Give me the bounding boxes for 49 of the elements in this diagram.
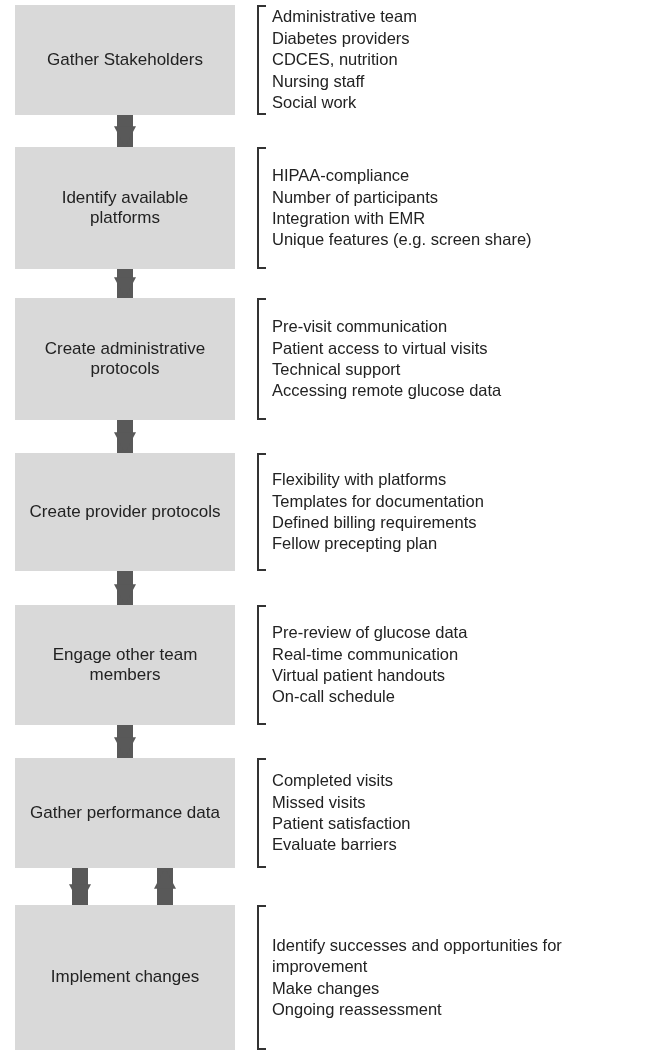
list-item: Integration with EMR: [272, 208, 427, 229]
block-arrow: [114, 725, 136, 758]
list-item: Templates for documentation: [272, 490, 485, 512]
process-box: [15, 453, 235, 571]
list-item: Virtual patient handouts: [272, 665, 447, 686]
step-label: Engage other team members: [51, 644, 199, 686]
list-item: Patient access to virtual visits: [272, 337, 489, 359]
list-item: On-call schedule: [272, 686, 396, 708]
step-label: Gather performance data: [30, 802, 220, 824]
list-item: Fellow precepting plan: [272, 533, 439, 555]
block-arrow: [69, 868, 91, 905]
process-box: [15, 5, 235, 115]
list-item: Missed visits: [272, 791, 367, 813]
step-label: Identify available platforms: [60, 187, 190, 229]
list-item: Defined billing requirements: [272, 512, 478, 533]
step-label: Implement changes: [50, 967, 200, 988]
list-item: CDCES, nutrition: [272, 49, 399, 71]
list-item: Make changes: [272, 977, 381, 999]
process-box: [15, 298, 235, 420]
list-item: Ongoing reassessment: [272, 998, 443, 1020]
list-item: Social work: [272, 92, 358, 114]
list-item: Patient satisfaction: [272, 813, 412, 834]
block-arrow: [114, 269, 136, 298]
list-item: Technical support: [272, 359, 402, 380]
list-item: Evaluate barriers: [272, 834, 398, 856]
list-item: Completed visits: [272, 770, 395, 792]
step-label: Gather Stakeholders: [47, 49, 203, 71]
list-item: Unique features (e.g. screen share): [272, 229, 533, 251]
list-item: Identify successes and opportunities for improvement: [272, 934, 563, 978]
step-label: Create administrative protocols: [43, 338, 207, 380]
list-item: Accessing remote glucose data: [272, 380, 503, 402]
list-item: Pre-review of glucose data: [272, 622, 469, 644]
list-item: Diabetes providers: [272, 27, 411, 49]
block-arrow: [114, 571, 136, 605]
list-item: Nursing staff: [272, 70, 366, 92]
block-arrow: [114, 420, 136, 453]
list-item: Administrative team: [272, 6, 418, 28]
block-arrow: [114, 115, 136, 147]
process-box: [15, 147, 235, 269]
process-box: [15, 758, 235, 868]
block-arrow: [154, 868, 176, 905]
process-box: [15, 905, 235, 1050]
list-item: HIPAA-compliance: [272, 165, 411, 187]
list-item: Pre-visit communication: [272, 316, 449, 338]
step-label: Create provider protocols: [29, 501, 221, 523]
list-item: Real-time communication: [272, 643, 460, 665]
list-item: Number of participants: [272, 186, 439, 208]
process-box: [15, 605, 235, 725]
list-item: Flexibility with platforms: [272, 469, 448, 491]
